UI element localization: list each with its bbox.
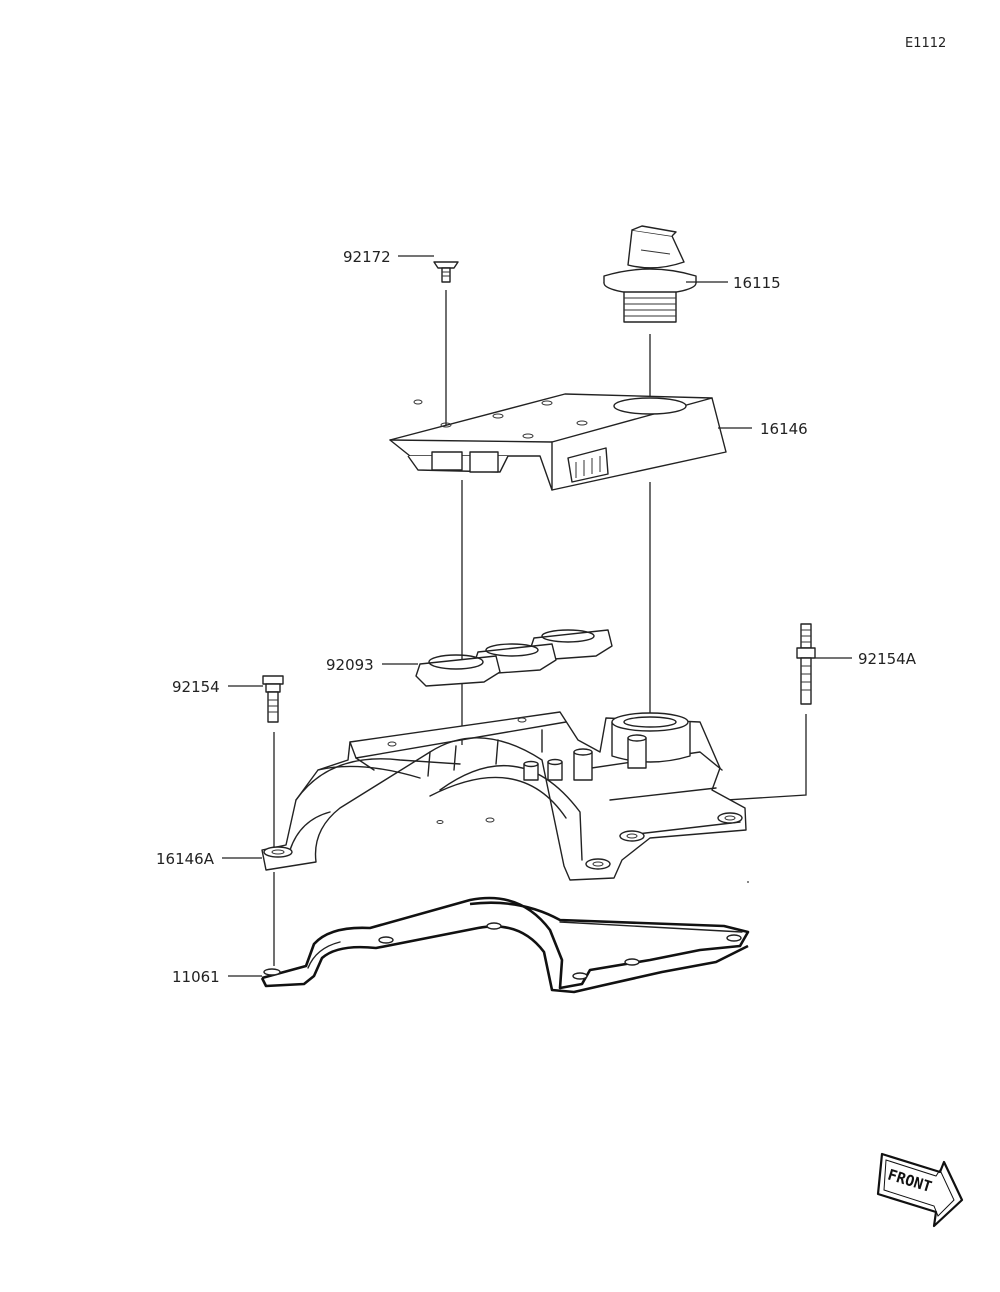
gasket-set-92093[interactable] [415,629,613,687]
stray-dot [747,881,749,883]
diagram-code: E1112 [905,36,946,51]
label-92093[interactable]: 92093 [326,656,374,674]
screw-92172[interactable] [433,261,459,283]
upper-cover-16146[interactable] [389,393,727,491]
cylinder-head-cover-16146A[interactable] [261,711,747,881]
label-11061[interactable]: 11061 [172,968,220,986]
bolt-92154[interactable] [262,675,284,723]
label-16146[interactable]: 16146 [760,420,808,438]
label-16146A[interactable]: 16146A [156,850,215,868]
label-92154[interactable]: 92154 [172,678,220,696]
stud-bolt-92154A[interactable] [796,623,816,705]
label-16115[interactable]: 16115 [733,274,781,292]
front-direction-arrow-icon: FRONT [876,1152,964,1228]
label-92154A[interactable]: 92154A [858,650,917,668]
oil-filler-cap-16115[interactable] [603,225,697,323]
label-92172[interactable]: 92172 [343,248,391,266]
head-cover-gasket-11061[interactable] [260,896,750,994]
